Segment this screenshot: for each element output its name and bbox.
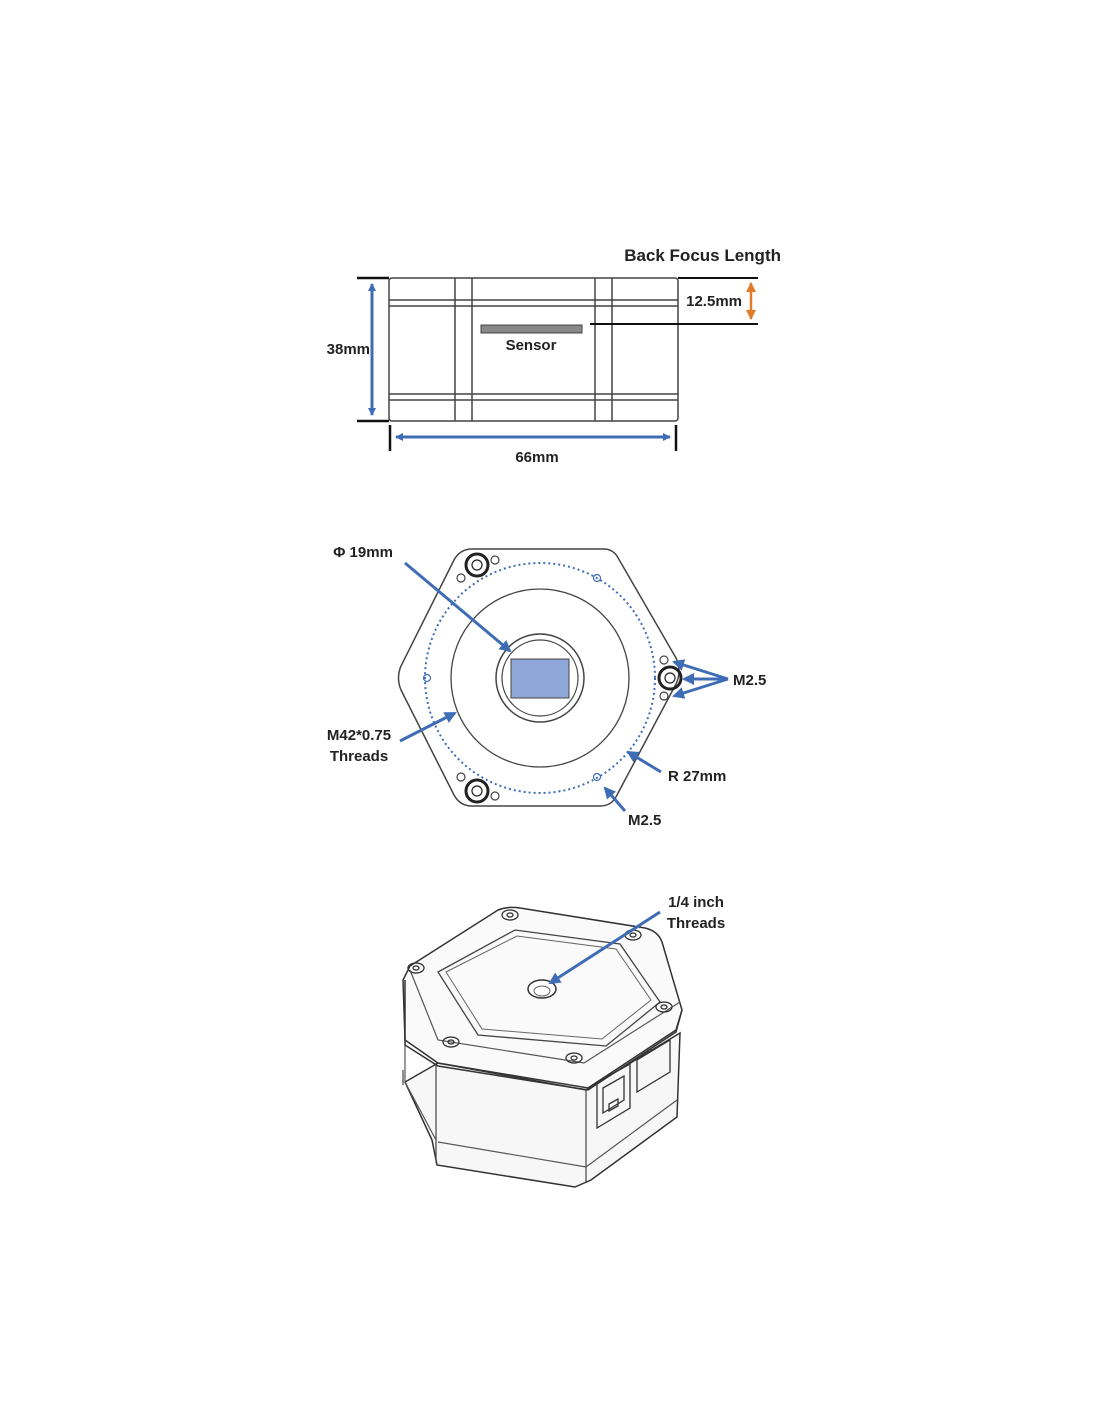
radius-arrow (626, 750, 662, 774)
thread-label-line1: M42*0.75 (327, 727, 391, 744)
mount-label-line1: 1/4 inch (668, 894, 724, 911)
sensor-window-outer (495, 633, 585, 723)
screw-label-bottom: M2.5 (628, 812, 661, 829)
height-label: 38mm (327, 341, 370, 358)
isometric-view: 1/4 inch Threads (402, 894, 725, 1188)
inner-hexagon-inset (445, 935, 652, 1040)
screw-arrow-upper (672, 659, 729, 681)
back-focus-value: 12.5mm (686, 293, 742, 310)
aperture-arrow (404, 561, 512, 653)
top-plate-side (404, 980, 683, 1091)
m42-thread-ring (450, 588, 630, 768)
screw-right (657, 665, 683, 691)
hexagon-outline (397, 548, 680, 807)
sensor-bar (480, 324, 583, 334)
side-view: Sensor 12.5mm Back Focus Length 38mm 66m… (327, 246, 781, 466)
width-label: 66mm (515, 449, 558, 466)
mount-arrow (548, 910, 661, 985)
bolt-circle (424, 562, 656, 794)
screw-arrow-bottom (603, 786, 627, 812)
thread-arrow (399, 711, 457, 743)
body-seam (437, 1099, 678, 1168)
screw-arrow-lower (672, 677, 729, 699)
screw-label-right: M2.5 (733, 672, 766, 689)
tripod-mount-inner (533, 985, 551, 997)
screw-bottom-left (464, 778, 490, 804)
mount-label-line2: Threads (667, 915, 725, 932)
front-view: Φ 19mm M42*0.75 Threads M2.5 R 27mm M2.5 (327, 544, 766, 829)
thread-label-line2: Threads (330, 748, 388, 765)
sensor-label: Sensor (506, 337, 557, 354)
camera-side-outline (388, 277, 679, 422)
ethernet-port (596, 1062, 631, 1130)
top-plate-edge (409, 969, 681, 1064)
aperture-label: Φ 19mm (333, 544, 393, 561)
sensor-window-inner (501, 639, 579, 717)
small-holes (422, 555, 669, 801)
radius-label: R 27mm (668, 768, 726, 785)
screw-top-left (464, 552, 490, 578)
sensor-chip (510, 658, 570, 699)
usb-port (636, 1038, 671, 1094)
back-focus-title: Back Focus Length (624, 246, 781, 265)
